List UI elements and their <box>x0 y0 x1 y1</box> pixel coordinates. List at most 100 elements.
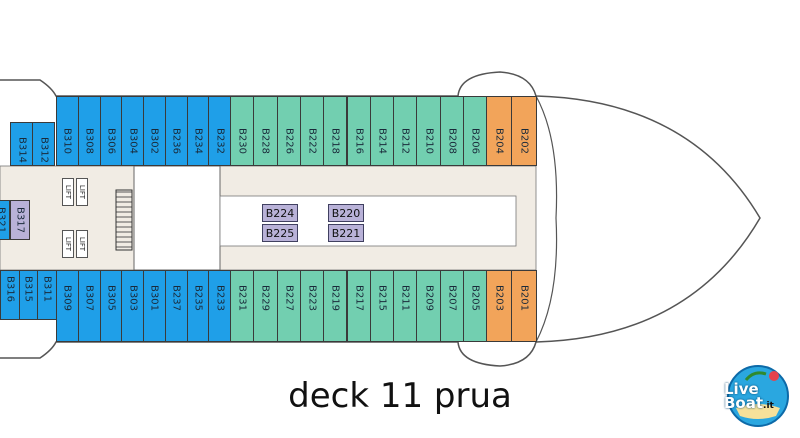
cabin-b205-label: B205 <box>469 284 481 311</box>
hull-outline <box>0 71 761 367</box>
cabin-b316[interactable]: B316 <box>0 270 20 320</box>
cabin-b308[interactable]: B308 <box>77 96 101 166</box>
cabin-b222[interactable]: B222 <box>299 96 325 166</box>
cabin-b321[interactable]: B321 <box>0 200 10 240</box>
cabin-b210-label: B210 <box>423 127 435 154</box>
cabin-b236[interactable]: B236 <box>164 96 188 166</box>
cabin-b206-label: B206 <box>469 127 481 154</box>
cabin-b201[interactable]: B201 <box>511 270 537 342</box>
cabin-b220[interactable]: B220 <box>328 204 364 222</box>
cabin-b229-label: B229 <box>259 284 271 311</box>
cabin-b302[interactable]: B302 <box>143 96 166 166</box>
cabin-b225[interactable]: B225 <box>262 224 298 242</box>
lift-4-label: LIFT <box>78 236 86 252</box>
cabin-b207-label: B207 <box>446 284 458 311</box>
cabin-b216-label: B216 <box>353 127 365 154</box>
cabin-b306-label: B306 <box>105 127 117 154</box>
cabin-b215[interactable]: B215 <box>369 270 395 342</box>
cabin-b314[interactable]: B314 <box>10 122 33 166</box>
cabin-b226[interactable]: B226 <box>276 96 301 166</box>
logo-text-boat: Boat <box>724 394 764 412</box>
cabin-b223[interactable]: B223 <box>299 270 325 342</box>
cabin-b217[interactable]: B217 <box>346 270 371 342</box>
cabin-b224[interactable]: B224 <box>262 204 298 222</box>
cabin-b233-label: B233 <box>214 284 226 311</box>
cabin-b231-label: B231 <box>236 284 248 311</box>
cabin-b235[interactable]: B235 <box>186 270 210 342</box>
cabin-b203-label: B203 <box>493 284 505 311</box>
deck-title: deck 11 prua <box>288 376 512 416</box>
cabin-b225-label: B225 <box>265 227 295 240</box>
cabin-b218[interactable]: B218 <box>323 96 348 166</box>
logo-text-suffix: .it <box>763 401 774 411</box>
cabin-b219[interactable]: B219 <box>323 270 348 342</box>
cabin-b234[interactable]: B234 <box>186 96 210 166</box>
cabin-b307[interactable]: B307 <box>77 270 101 342</box>
cabin-b227[interactable]: B227 <box>276 270 301 342</box>
cabin-b223-label: B223 <box>306 284 318 311</box>
lift-1-label: LIFT <box>64 184 72 200</box>
cabin-b306[interactable]: B306 <box>99 96 123 166</box>
cabin-b221[interactable]: B221 <box>328 224 364 242</box>
cabin-b228[interactable]: B228 <box>253 96 278 166</box>
cabin-b214-label: B214 <box>376 127 388 154</box>
cabin-b211[interactable]: B211 <box>393 270 418 342</box>
cabin-b301[interactable]: B301 <box>143 270 166 342</box>
logo-text: Live Boat.it <box>724 382 774 413</box>
cabin-b214[interactable]: B214 <box>369 96 395 166</box>
cabin-b224-label: B224 <box>265 207 295 220</box>
cabin-b315-label: B315 <box>22 276 34 303</box>
bow-tip <box>535 95 558 343</box>
cabin-b203[interactable]: B203 <box>486 270 512 342</box>
cabin-b229[interactable]: B229 <box>253 270 278 342</box>
cabin-b311-label: B311 <box>41 276 53 303</box>
cabin-b315[interactable]: B315 <box>18 270 39 320</box>
cabin-b216[interactable]: B216 <box>346 96 371 166</box>
cabin-b304[interactable]: B304 <box>121 96 144 166</box>
cabin-b201-label: B201 <box>518 284 530 311</box>
atrium-void <box>133 165 221 271</box>
cabin-b209[interactable]: B209 <box>416 270 441 342</box>
cabin-b207[interactable]: B207 <box>439 270 464 342</box>
cabin-b312[interactable]: B312 <box>32 122 55 166</box>
logo-text-live: Live <box>724 380 759 398</box>
cabin-b212-label: B212 <box>399 127 411 154</box>
cabin-b310-label: B310 <box>61 127 73 154</box>
cabin-b230-label: B230 <box>236 127 248 154</box>
lift-2[interactable]: LIFT <box>76 178 88 206</box>
cabin-b304-label: B304 <box>127 127 139 154</box>
cabin-b205[interactable]: B205 <box>463 270 488 342</box>
cabin-b310[interactable]: B310 <box>56 96 79 166</box>
cabin-b221-label: B221 <box>331 227 361 240</box>
cabin-b210[interactable]: B210 <box>416 96 441 166</box>
cabin-b311[interactable]: B311 <box>37 270 57 320</box>
cabin-b305[interactable]: B305 <box>99 270 123 342</box>
cabin-b303[interactable]: B303 <box>121 270 144 342</box>
cabin-b234-label: B234 <box>192 127 204 154</box>
cabin-b212[interactable]: B212 <box>393 96 418 166</box>
cabin-b202[interactable]: B202 <box>511 96 537 166</box>
cabin-b237[interactable]: B237 <box>164 270 188 342</box>
cabin-b317[interactable]: B317 <box>10 200 30 240</box>
cabin-b232[interactable]: B232 <box>208 96 231 166</box>
cabin-b237-label: B237 <box>170 284 182 311</box>
cabin-b208[interactable]: B208 <box>439 96 464 166</box>
cabin-b233[interactable]: B233 <box>208 270 231 342</box>
cabin-b309[interactable]: B309 <box>56 270 79 342</box>
lift-4[interactable]: LIFT <box>76 230 88 258</box>
cabin-b219-label: B219 <box>329 284 341 311</box>
liveboat-logo: Live Boat.it <box>718 356 798 434</box>
lift-1[interactable]: LIFT <box>62 178 74 206</box>
cabin-b231[interactable]: B231 <box>230 270 255 342</box>
lift-3[interactable]: LIFT <box>62 230 74 258</box>
cabin-b302-label: B302 <box>148 127 160 154</box>
cabin-b309-label: B309 <box>61 284 73 311</box>
cabin-b301-label: B301 <box>148 284 160 311</box>
cabin-b235-label: B235 <box>192 284 204 311</box>
cabin-b230[interactable]: B230 <box>230 96 255 166</box>
cabin-b204[interactable]: B204 <box>486 96 512 166</box>
cabin-b206[interactable]: B206 <box>463 96 488 166</box>
stairs <box>115 189 133 251</box>
